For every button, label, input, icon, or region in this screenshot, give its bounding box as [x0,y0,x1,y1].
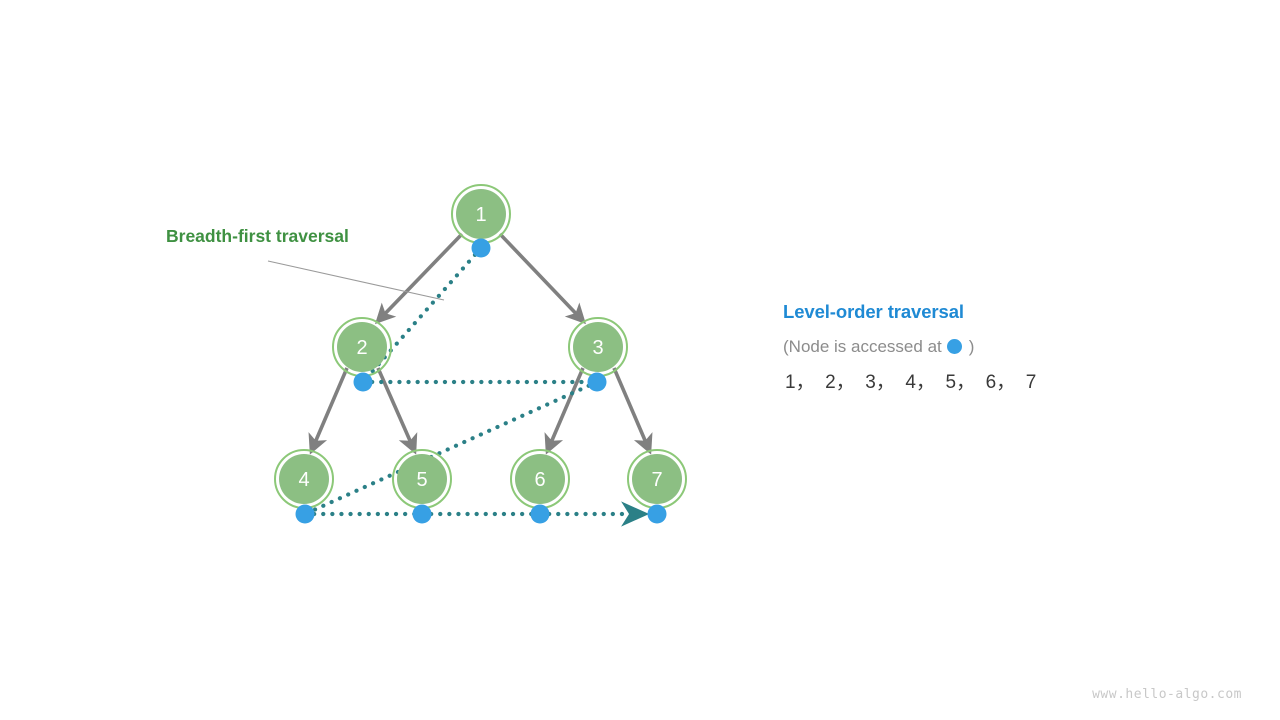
tree-node-1: 1 [451,184,511,244]
node-value: 4 [298,469,309,491]
panel-title: Level-order traversal [783,301,964,322]
traversal-sequence: 1， 2， 3， 4， 5， 6， 7 [785,371,1037,393]
node-circle [279,454,329,504]
tree-nodes: 1 2 3 4 5 6 7 [274,184,687,509]
visit-dot-icon [946,338,962,354]
visit-dot-5 [412,504,432,524]
node-value: 2 [356,337,367,359]
node-value: 5 [416,469,427,491]
breadth-first-traversal-label: Breadth-first traversal [166,226,349,246]
visit-dots [295,238,667,524]
tree-edge-n1-n2 [374,232,464,325]
node-value: 3 [592,337,603,359]
node-circle [515,454,565,504]
tree-edge-n2-n4 [308,367,349,455]
node-circle [456,189,506,239]
tree-edge-n2-n5 [376,367,418,455]
tree-node-3: 3 [568,317,628,377]
node-circle [632,454,682,504]
visit-dot-7 [647,504,667,524]
traversal-path [302,245,650,527]
tree-node-2: 2 [332,317,392,377]
tree-node-5: 5 [392,449,452,509]
node-value: 1 [475,204,486,226]
visit-dot-1 [471,238,491,258]
traversal-segment-3 [302,379,600,517]
panel-subtitle-prefix: (Node is accessed at [783,336,942,356]
visit-dot-3 [587,372,607,392]
visit-dot-4 [295,504,315,524]
visit-dot-6 [530,504,550,524]
panel-subtitle-suffix: ) [968,336,975,356]
tree-edge-n1-n3 [498,232,586,325]
node-value: 6 [534,469,545,491]
panel-subtitle: (Node is accessed at ) [783,338,1213,355]
leader-line [267,260,445,301]
tree-node-4: 4 [274,449,334,509]
traversal-segment-1 [360,245,484,385]
tree-edge-n3-n7 [612,367,653,455]
node-value: 7 [651,469,662,491]
visit-dot-2 [353,372,373,392]
tree-node-7: 7 [627,449,687,509]
node-circle [397,454,447,504]
annotation-leader-line [267,260,445,301]
node-circle [573,322,623,372]
tree-node-6: 6 [510,449,570,509]
watermark: www.hello-algo.com [1092,687,1242,702]
node-circle [337,322,387,372]
legend-panel: Level-order traversal (Node is accessed … [783,301,1213,393]
tree-edges [308,232,653,455]
tree-edge-n3-n6 [544,367,585,455]
